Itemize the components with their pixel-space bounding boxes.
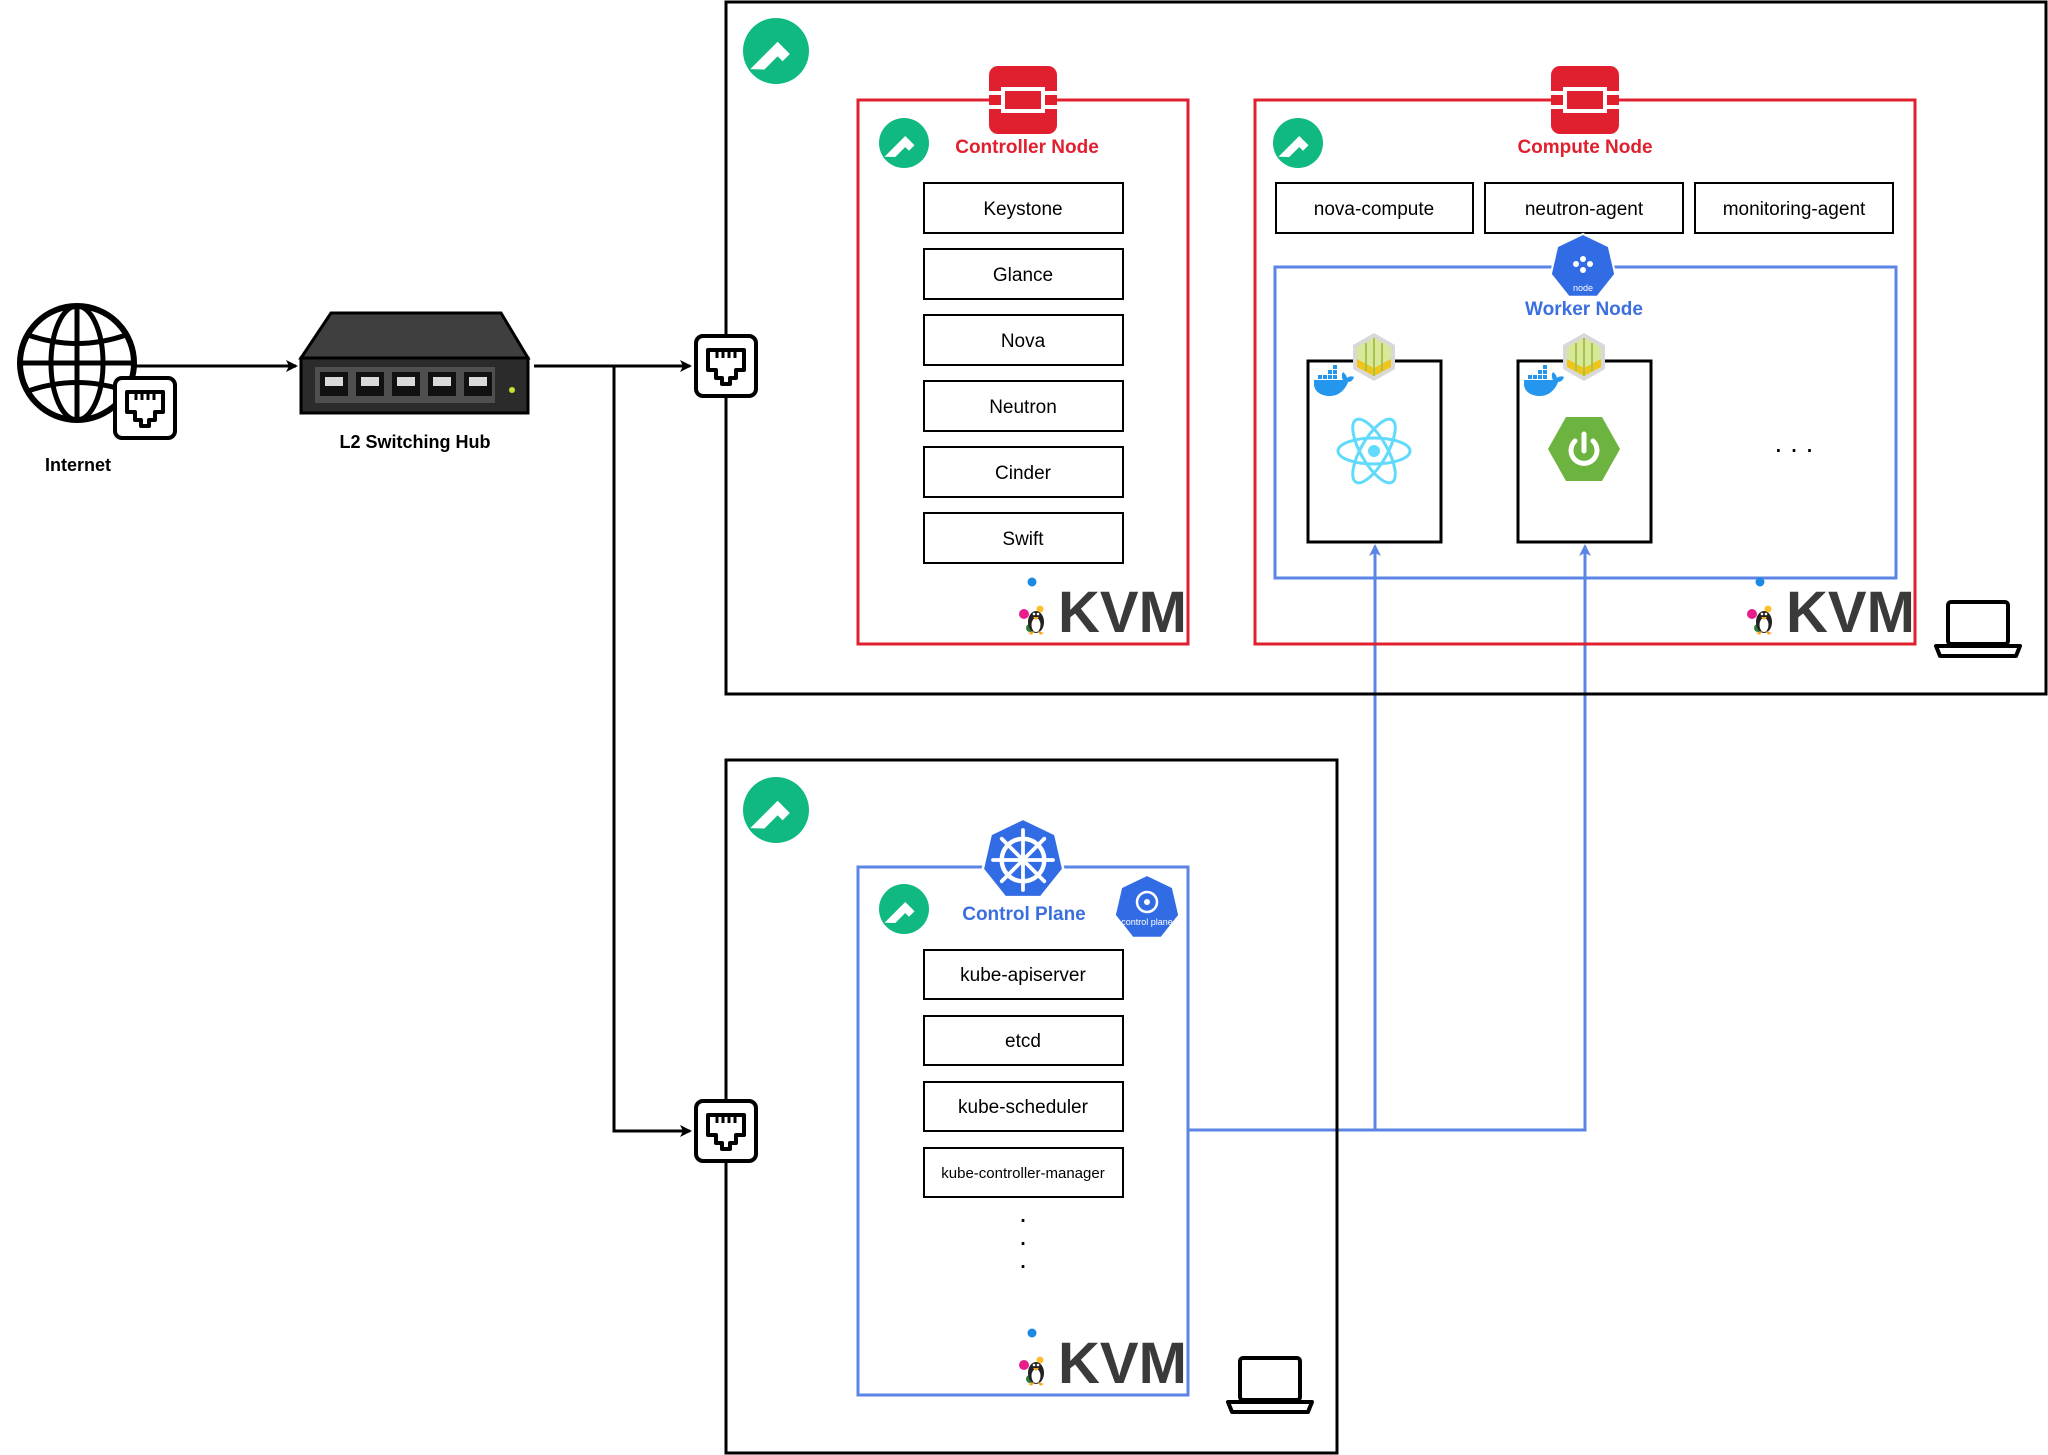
compute-node: Compute Node nova-compute neutron-agent …: [1253, 66, 1917, 646]
service-box: Nova: [923, 314, 1124, 366]
kvm-label: KVM: [1058, 580, 1187, 645]
component-label: etcd: [1005, 1031, 1041, 1052]
component-box: kube-controller-manager: [923, 1147, 1124, 1198]
openstack-logo: [1551, 66, 1619, 134]
component-label: kube-scheduler: [958, 1097, 1089, 1118]
node-badge-label: node: [1573, 283, 1593, 293]
switch-label: L2 Switching Hub: [340, 432, 491, 452]
more-components-dot: .: [1019, 1243, 1027, 1274]
component-box: kube-apiserver: [923, 949, 1124, 1000]
ethernet-port-icon: [694, 334, 758, 398]
rocky-linux-logo: [879, 118, 929, 168]
ethernet-port-icon: [694, 1099, 758, 1163]
service-label: Nova: [1001, 331, 1046, 352]
service-box: Keystone: [923, 182, 1124, 234]
service-label: Neutron: [989, 397, 1057, 418]
service-box: Neutron: [923, 380, 1124, 432]
service-label: Cinder: [995, 463, 1052, 484]
kvm-label: KVM: [1058, 1331, 1187, 1396]
kvm-logo: KVM: [1019, 577, 1187, 645]
agent-label: neutron-agent: [1525, 199, 1644, 220]
kvm-label: KVM: [1786, 580, 1915, 645]
control-plane: Control Plane control plane kube-apiserv…: [856, 817, 1190, 1397]
rocky-linux-logo: [1273, 118, 1323, 168]
openstack-logo: [989, 66, 1057, 134]
service-box: Glance: [923, 248, 1124, 300]
service-label: Keystone: [983, 199, 1062, 220]
component-label: kube-apiserver: [960, 965, 1086, 986]
service-label: Glance: [993, 265, 1053, 286]
more-components-dot: .: [1019, 1220, 1027, 1251]
agent-box: neutron-agent: [1484, 182, 1684, 234]
more-containers-ellipsis: . . .: [1775, 427, 1814, 458]
react-icon: [1336, 417, 1412, 485]
controller-node-title: Controller Node: [955, 137, 1099, 158]
host1-machine: Controller Node Keystone Glance Nova Neu…: [694, 0, 2048, 696]
component-box: etcd: [923, 1015, 1124, 1066]
kubernetes-node-icon: node: [1549, 233, 1617, 298]
agent-label: monitoring-agent: [1723, 199, 1866, 220]
rocky-linux-logo: [743, 18, 809, 84]
agent-label: nova-compute: [1314, 199, 1434, 220]
kvm-logo: KVM: [1747, 577, 1915, 645]
laptop-icon: [1934, 600, 2022, 658]
control-plane-to-react-pod-link: [1189, 544, 1381, 1132]
kubernetes-logo: [981, 817, 1065, 899]
ethernet-port-icon: [113, 376, 177, 440]
service-box: Cinder: [923, 446, 1124, 498]
rocky-linux-logo: [879, 884, 929, 934]
container-react: [1306, 332, 1443, 544]
kvm-logo: KVM: [1019, 1328, 1187, 1396]
switch-to-host2-link: [612, 366, 692, 1137]
worker-node: node Worker Node: [1273, 233, 1898, 580]
spring-boot-icon: [1548, 417, 1620, 481]
globe-icon: [17, 303, 137, 423]
service-label: Swift: [1002, 529, 1044, 550]
agent-box: nova-compute: [1275, 182, 1474, 234]
control-plane-badge-label: control plane: [1121, 917, 1173, 927]
switch-node: L2 Switching Hub: [298, 311, 531, 452]
control-plane-to-spring-pod-link: [1375, 544, 1591, 1132]
worker-node-title: Worker Node: [1525, 299, 1643, 320]
component-label: kube-controller-manager: [941, 1165, 1104, 1182]
agent-box: monitoring-agent: [1694, 182, 1894, 234]
service-box: Swift: [923, 512, 1124, 564]
laptop-icon: [1226, 1356, 1314, 1414]
internet-label: Internet: [45, 455, 111, 475]
host2-machine: Control Plane control plane kube-apiserv…: [694, 758, 1339, 1455]
more-components-dot: .: [1019, 1197, 1027, 1228]
control-plane-title: Control Plane: [962, 904, 1086, 925]
controller-node: Controller Node Keystone Glance Nova Neu…: [856, 66, 1190, 646]
connectors: [136, 360, 1591, 1137]
rocky-linux-logo: [743, 777, 809, 843]
compute-node-title: Compute Node: [1517, 137, 1652, 158]
internet-node: Internet: [17, 303, 177, 475]
control-plane-badge-icon: control plane: [1113, 874, 1181, 939]
network-switch-icon: [298, 311, 531, 415]
component-box: kube-scheduler: [923, 1081, 1124, 1132]
container-spring-boot: [1516, 332, 1653, 544]
